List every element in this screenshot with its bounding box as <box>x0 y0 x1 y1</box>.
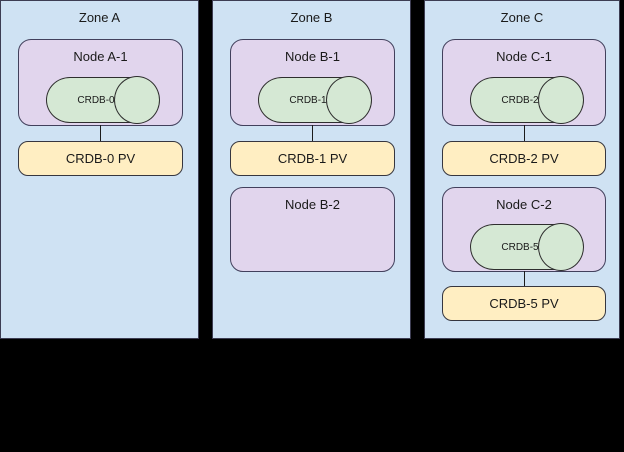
cylinder-cap-crdb-1 <box>326 76 372 124</box>
database-cylinder-crdb-0[interactable]: CRDB-0 <box>46 76 160 124</box>
cylinder-label-crdb-2: CRDB-2 <box>501 94 539 106</box>
connector-node-b-1 <box>312 125 313 142</box>
database-cylinder-crdb-5[interactable]: CRDB-5 <box>470 223 584 271</box>
database-cylinder-crdb-1[interactable]: CRDB-1 <box>258 76 372 124</box>
cylinder-cap-crdb-0 <box>114 76 160 124</box>
zone-title-zone-a: Zone A <box>78 10 121 25</box>
zone-title-zone-b: Zone B <box>290 10 333 25</box>
database-cylinder-crdb-2[interactable]: CRDB-2 <box>470 76 584 124</box>
node-title-node-c-2: Node C-2 <box>496 197 552 212</box>
zone-title-zone-c: Zone C <box>500 10 544 25</box>
node-title-node-b-2: Node B-2 <box>285 197 340 212</box>
connector-node-a-1 <box>100 125 101 142</box>
cylinder-label-crdb-1: CRDB-1 <box>289 94 327 106</box>
node-title-node-c-1: Node C-1 <box>496 49 552 64</box>
connector-node-c-1 <box>524 125 525 142</box>
pv-box-crdb-2-pv[interactable]: CRDB-2 PV <box>442 141 606 176</box>
pv-box-crdb-0-pv[interactable]: CRDB-0 PV <box>18 141 183 176</box>
connector-node-c-2 <box>524 271 525 287</box>
pv-box-crdb-5-pv[interactable]: CRDB-5 PV <box>442 286 606 321</box>
node-title-node-a-1: Node A-1 <box>73 49 128 64</box>
pv-box-crdb-1-pv[interactable]: CRDB-1 PV <box>230 141 395 176</box>
cylinder-cap-crdb-5 <box>538 223 584 271</box>
node-title-node-b-1: Node B-1 <box>285 49 340 64</box>
cylinder-cap-crdb-2 <box>538 76 584 124</box>
node-box-node-b-2[interactable]: Node B-2 <box>230 187 395 272</box>
cylinder-label-crdb-5: CRDB-5 <box>501 241 539 253</box>
cylinder-label-crdb-0: CRDB-0 <box>77 94 115 106</box>
